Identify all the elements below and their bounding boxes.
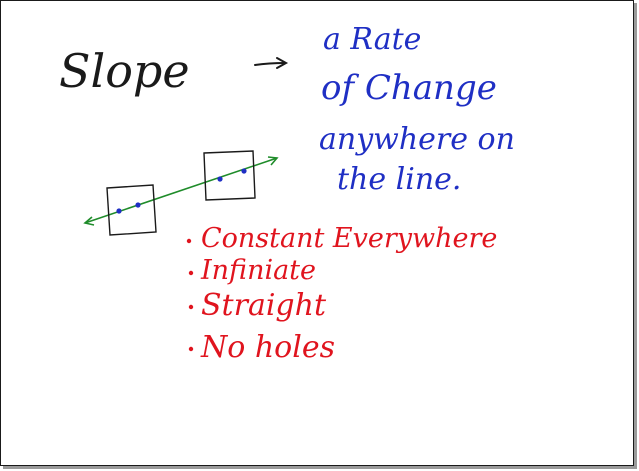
point-3 bbox=[217, 176, 223, 182]
bullet-3 bbox=[188, 304, 194, 310]
definition-line-1: a Rate bbox=[323, 22, 421, 57]
property-1: Constant Everywhere bbox=[201, 223, 497, 254]
point-2 bbox=[135, 202, 141, 208]
definition-line-2: of Change bbox=[321, 68, 497, 108]
green-line bbox=[84, 157, 278, 224]
bullet-1 bbox=[186, 238, 192, 244]
line-diagram bbox=[83, 150, 279, 236]
zoom-box-right bbox=[203, 150, 256, 201]
slope-word: Slope bbox=[59, 44, 190, 98]
definition-line-4: the line. bbox=[337, 162, 461, 197]
bullet-2 bbox=[188, 270, 194, 276]
line-arrowhead-left-icon bbox=[83, 216, 95, 226]
properties-list: Constant Everywhere Infiniate Straight N… bbox=[186, 223, 497, 365]
definition-line-3: anywhere on bbox=[319, 122, 515, 157]
line-arrowhead-right-icon bbox=[267, 156, 279, 166]
bullet-4 bbox=[188, 346, 194, 352]
zoom-box-left bbox=[106, 184, 157, 236]
point-1 bbox=[116, 208, 122, 214]
property-3: Straight bbox=[201, 288, 327, 323]
handwriting-canvas: Slope a Rate of Change anywhere on the l… bbox=[59, 22, 515, 365]
property-4: No holes bbox=[200, 330, 335, 365]
point-4 bbox=[241, 168, 247, 174]
right-arrow-icon bbox=[254, 57, 289, 69]
property-2: Infiniate bbox=[200, 255, 316, 286]
